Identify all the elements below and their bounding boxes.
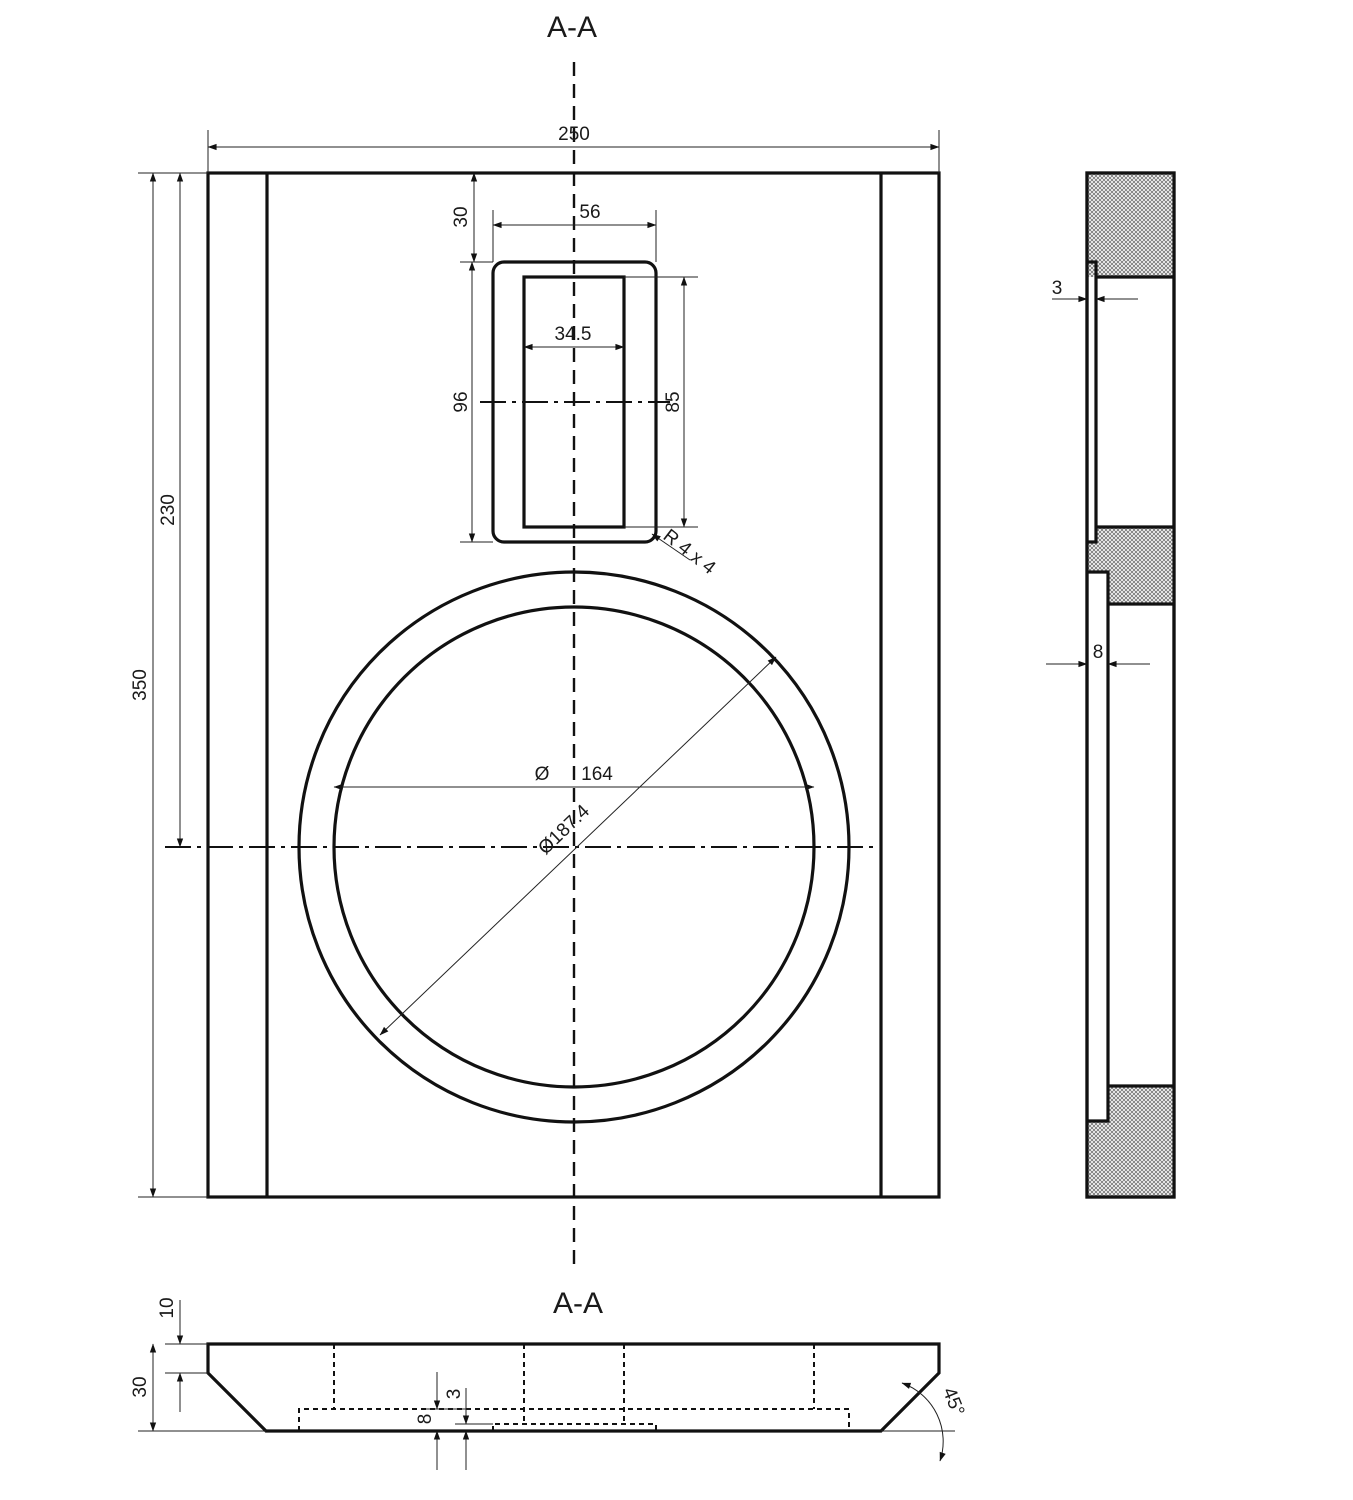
- bot-dim-3-text: 3: [444, 1389, 465, 1400]
- side-outline-top: [1085, 171, 1176, 1199]
- radius-text: R 4 x 4: [659, 525, 720, 579]
- bot-dim-10-text: 10: [157, 1297, 178, 1318]
- hatch-bottom: [1087, 1086, 1174, 1197]
- side-dim-3-text: 3: [1052, 278, 1063, 299]
- port-recess: [1087, 260, 1098, 544]
- dim-250-text: 250: [558, 124, 590, 145]
- dim-30-text: 30: [451, 206, 472, 227]
- dim-350-text: 350: [130, 669, 151, 701]
- hidden-port-recess: [492, 1423, 657, 1431]
- dim-85-text: 85: [663, 391, 684, 412]
- section-label-top: A-A: [547, 11, 597, 44]
- radius-leader: [651, 533, 691, 561]
- hatch-top: [1087, 173, 1174, 277]
- dim-34-5-text: 34.5: [555, 324, 592, 345]
- bottom-section-view: A-A 10 30 3 8 45°: [130, 1287, 968, 1470]
- hatch-middle: [1087, 527, 1174, 604]
- side-dim-8-text: 8: [1093, 642, 1104, 663]
- angle-45-text: 45°: [938, 1385, 968, 1420]
- dim-164-text: 164: [581, 764, 613, 785]
- bot-dim-8-text: 8: [415, 1414, 436, 1425]
- hidden-woofer-recess: [298, 1408, 850, 1431]
- dim-187-4-line: [379, 656, 777, 1036]
- section-label-bottom: A-A: [553, 1287, 603, 1320]
- side-outline: [1085, 171, 1176, 1199]
- dim-230-text: 230: [158, 494, 179, 526]
- bottom-outline: [206, 1342, 941, 1433]
- woofer-recess: [1087, 570, 1110, 1123]
- front-view: A-A 250 30 56 34.5 96: [130, 11, 941, 1265]
- dim-96-text: 96: [451, 391, 472, 412]
- side-section-view: 3 8: [1046, 171, 1176, 1199]
- dim-187-4-text: Ø187.4: [534, 801, 594, 860]
- dim-164-diam-symbol: Ø: [535, 764, 550, 785]
- dim-56-text: 56: [579, 202, 600, 223]
- angle-arc: [901, 1382, 946, 1462]
- bot-dim-30-text: 30: [130, 1376, 151, 1397]
